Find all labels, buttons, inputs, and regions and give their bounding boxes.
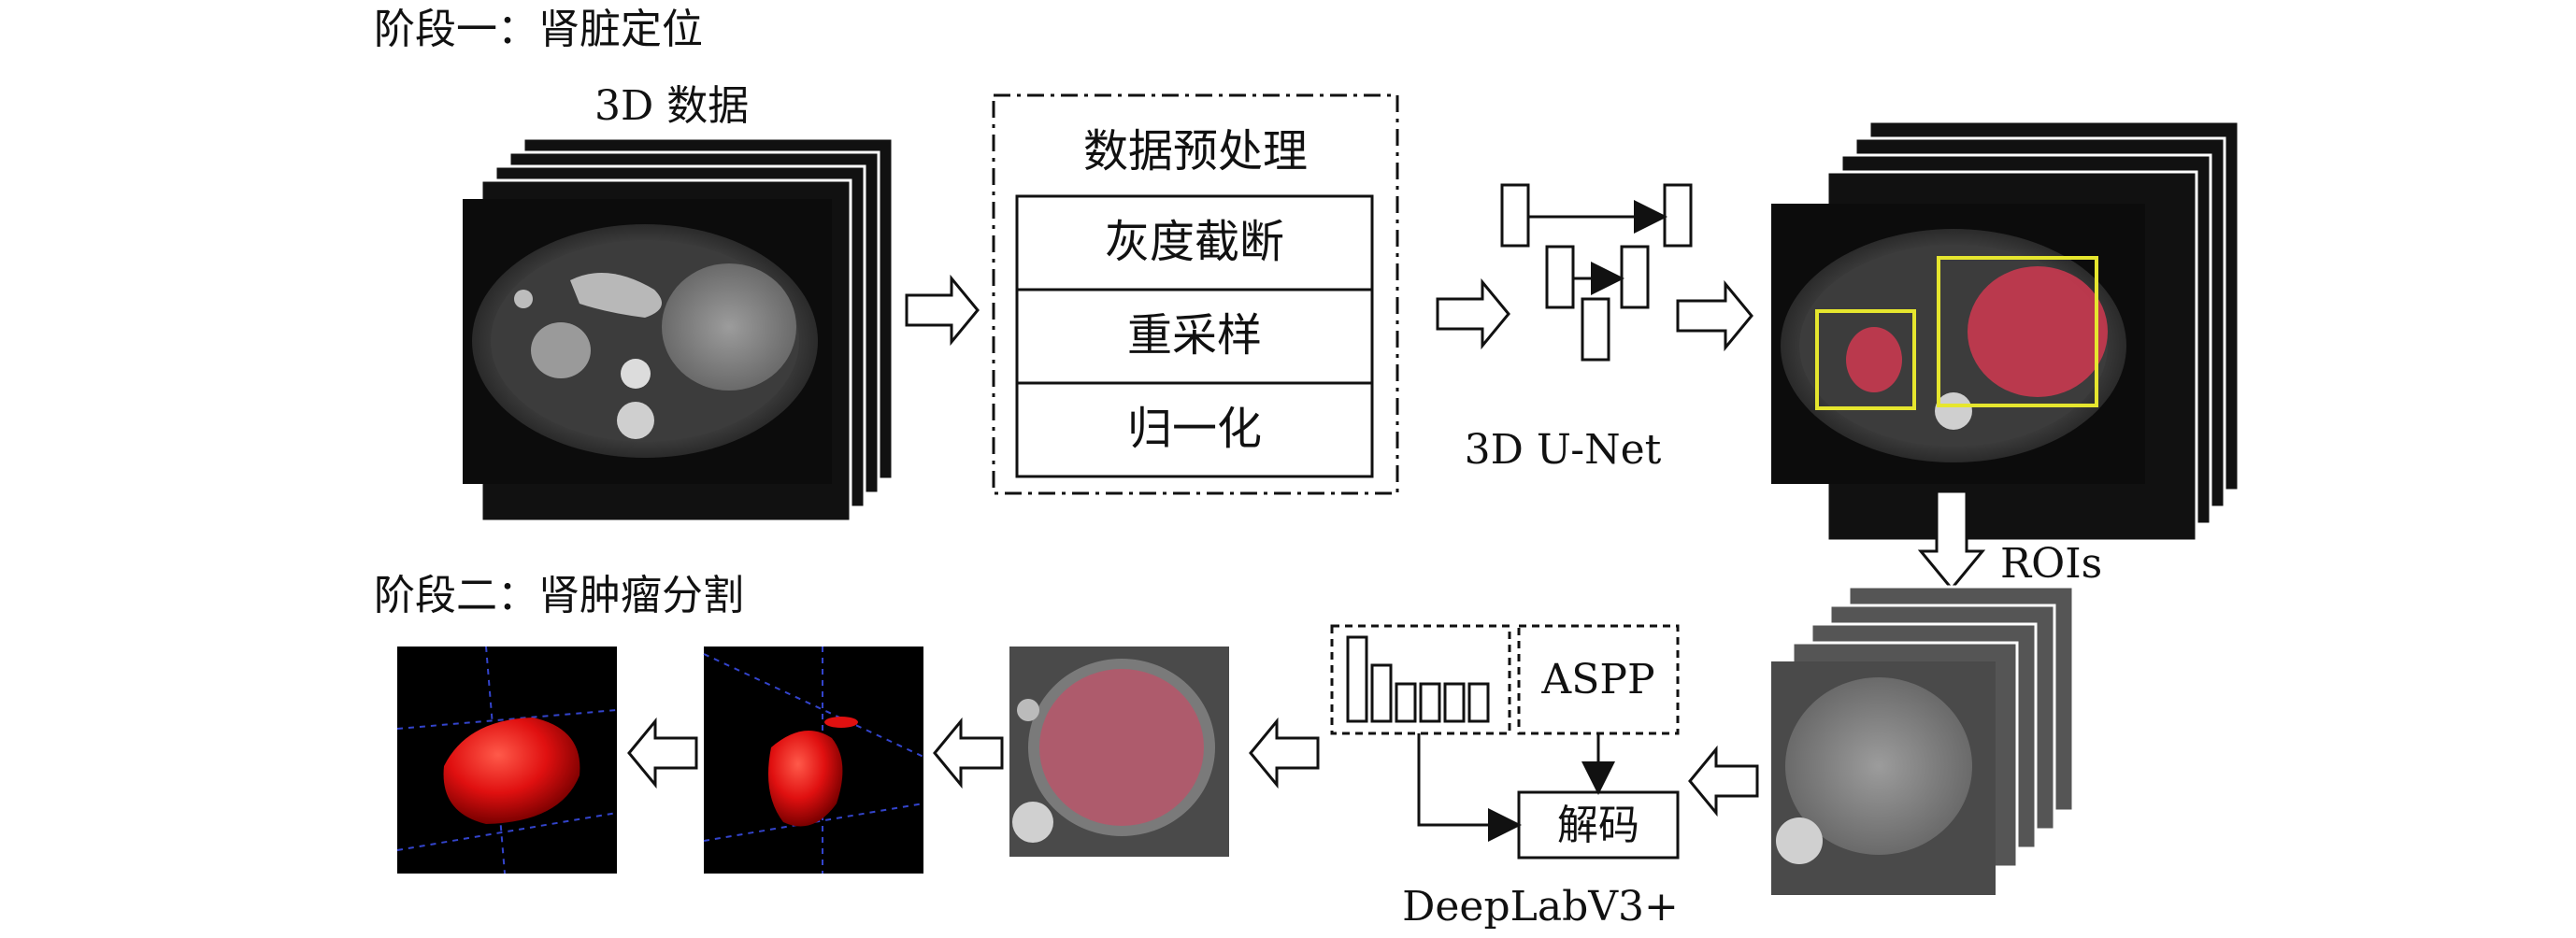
kidney-mask-right [1968,266,2108,397]
preprocess-step-1-box [1015,194,1374,291]
roi-label: ROIs [2000,540,2102,588]
hollow-arrow-left-3 [933,717,1004,789]
encoder-bars-icon [1346,635,1490,723]
preprocess-step-2: 重采样 [1127,309,1262,362]
hollow-arrow-left-2 [1249,717,1320,789]
hollow-arrow-2 [1436,277,1510,350]
deeplab-label: DeepLabV3+ [1402,883,1679,931]
preprocess-box [992,93,1399,495]
preprocess-step-1: 灰度截断 [1105,216,1284,268]
ct-input-stack [463,136,894,523]
preprocess-step-3: 归一化 [1127,403,1262,455]
hollow-arrow-left-4 [627,717,698,789]
roi-crop-stack [1771,585,2075,895]
kidney-mask-left [1846,327,1902,392]
ct-localization-stack [1771,120,2240,543]
hollow-arrow-1 [905,274,980,347]
preprocess-step-2-box [1015,288,1374,385]
tumor-3d-view-2 [396,646,618,874]
hollow-arrow-down [1917,490,1986,591]
tumor-3d-view-1 [703,647,924,874]
input-data-label: 3D 数据 [594,82,749,130]
decoder-label: 解码 [1557,802,1639,849]
preprocess-step-3-box [1015,381,1374,478]
unet-icon [1500,183,1693,362]
roi-box-right [1937,256,2098,407]
stage2-title: 阶段二：肾肿瘤分割 [374,572,744,619]
unet-label: 3D U-Net [1465,426,1662,474]
stage1-title: 阶段一：肾脏定位 [374,6,703,53]
hollow-arrow-left-1 [1688,745,1759,817]
hollow-arrow-3 [1676,279,1753,352]
roi-box-left [1815,309,1916,410]
segmented-slice [1009,647,1229,857]
preprocess-title: 数据预处理 [1083,125,1308,178]
encoder-to-decoder-arrow [1417,733,1522,842]
encoder-features-box [1330,624,1511,735]
aspp-label: ASPP [1540,656,1654,704]
